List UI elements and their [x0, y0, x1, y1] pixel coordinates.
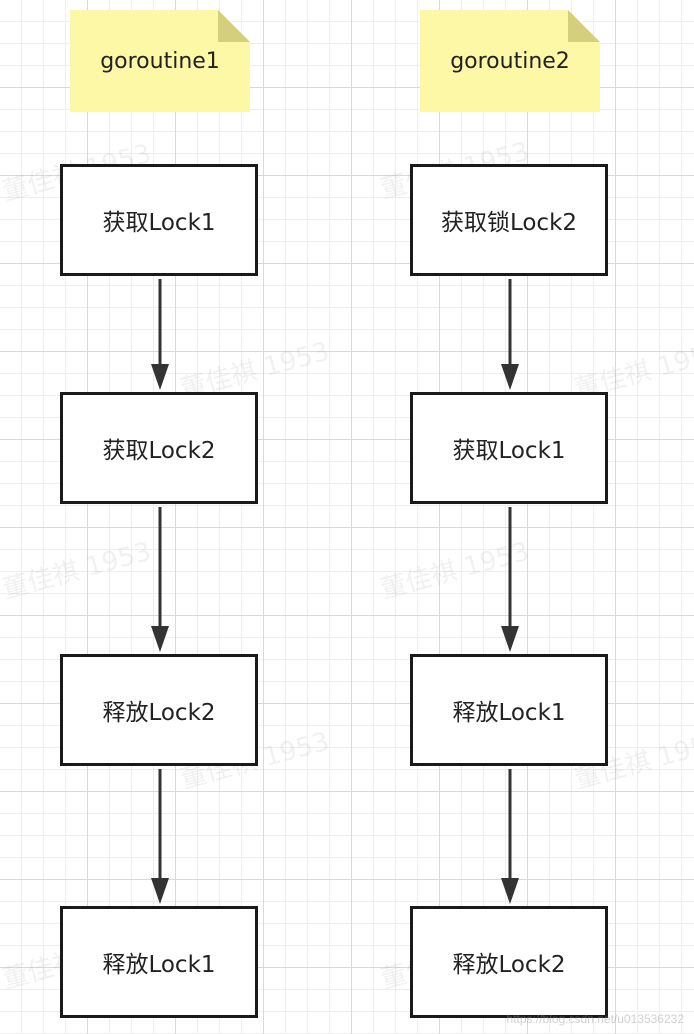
g1-step-4-box: 释放Lock1 [60, 906, 258, 1018]
note-body [420, 10, 600, 112]
g2-step-1-box: 获取锁Lock2 [410, 164, 608, 276]
g1-step-2-box: 获取Lock2 [60, 392, 258, 504]
g2-step-3-box: 释放Lock1 [410, 654, 608, 766]
note-fold [568, 10, 600, 42]
arrow-head [151, 878, 169, 904]
column2-arrows [501, 279, 519, 904]
arrow-head [151, 626, 169, 652]
g1-step-4-label: 释放Lock1 [102, 952, 216, 978]
goroutine2-note: goroutine2 [420, 10, 600, 112]
goroutine2-title: goroutine2 [450, 48, 570, 74]
goroutine1-title: goroutine1 [100, 48, 220, 74]
arrow-head [501, 364, 519, 390]
g1-step-3-box: 释放Lock2 [60, 654, 258, 766]
g1-step-2-label: 获取Lock2 [102, 438, 216, 464]
arrow-head [501, 626, 519, 652]
arrow-head [151, 364, 169, 390]
sticky-note-shape [420, 10, 600, 112]
g1-step-3-label: 释放Lock2 [102, 700, 216, 726]
goroutine1-note: goroutine1 [70, 10, 250, 112]
g1-step-1-box: 获取Lock1 [60, 164, 258, 276]
sticky-note-shape [70, 10, 250, 112]
source-watermark: https://blog.csdn.net/u013536232 [506, 1012, 684, 1026]
g2-step-3-label: 释放Lock1 [452, 700, 566, 726]
g2-step-2-label: 获取Lock1 [452, 438, 566, 464]
note-fold [218, 10, 250, 42]
g1-step-1-label: 获取Lock1 [102, 210, 216, 236]
note-body [70, 10, 250, 112]
g2-step-4-box: 释放Lock2 [410, 906, 608, 1018]
column1-arrows [151, 279, 169, 904]
g2-step-1-label: 获取锁Lock2 [440, 210, 578, 236]
g2-step-2-box: 获取Lock1 [410, 392, 608, 504]
arrow-head [501, 878, 519, 904]
g2-step-4-label: 释放Lock2 [452, 952, 566, 978]
